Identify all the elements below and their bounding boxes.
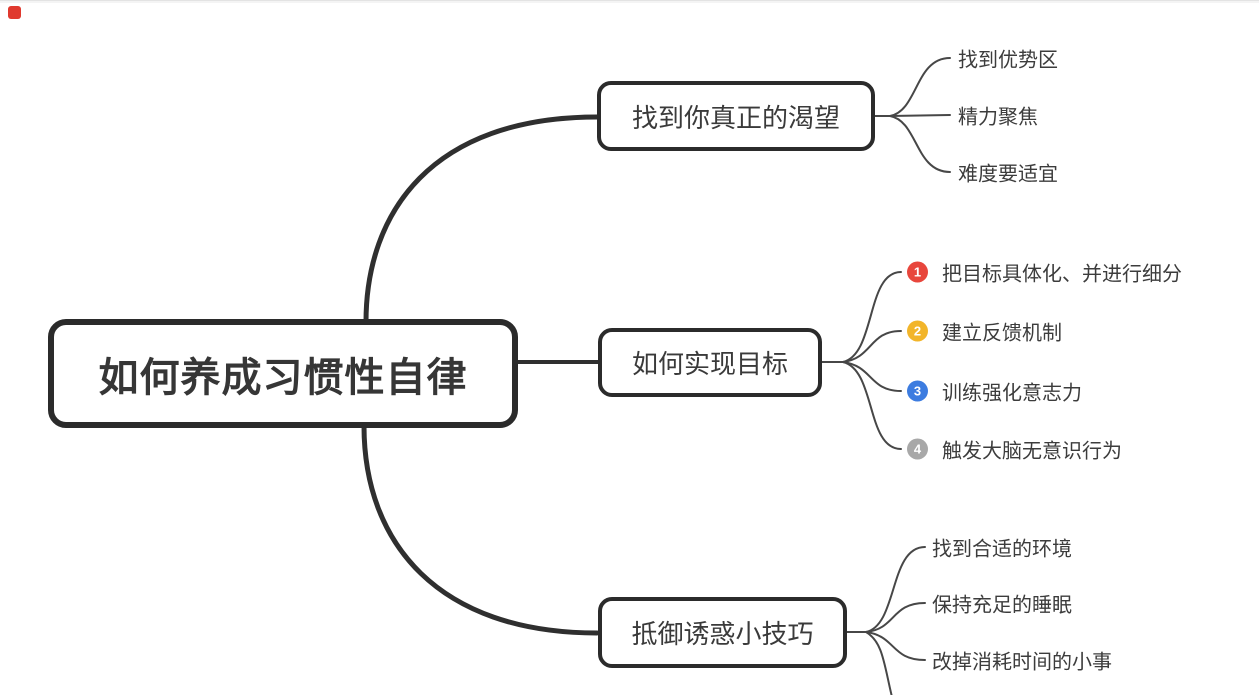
- leaf-node[interactable]: 2 建立反馈机制: [907, 317, 1062, 346]
- connector-branch3-child4-offscreen: [865, 631, 893, 695]
- leaf-node[interactable]: 4 触发大脑无意识行为: [907, 435, 1122, 464]
- number-badge-1-icon: 1: [907, 261, 928, 283]
- branch-node-resist-temptation[interactable]: 抵御诱惑小技巧: [598, 597, 847, 668]
- number-badge-4-icon: 4: [907, 438, 928, 460]
- leaf-node[interactable]: 难度要适宜: [958, 163, 1058, 186]
- leaf-label: 触发大脑无意识行为: [942, 440, 1122, 463]
- leaf-node[interactable]: 3 训练强化意志力: [907, 377, 1082, 406]
- leaf-label: 训练强化意志力: [942, 382, 1082, 405]
- connector-branch2-child2: [842, 330, 902, 363]
- connector-branch1-child2: [889, 114, 951, 117]
- branch-node-label: 抵御诱惑小技巧: [631, 619, 814, 649]
- connector-branch1-child3: [889, 115, 951, 173]
- branch-node-find-desire[interactable]: 找到你真正的渴望: [597, 81, 875, 151]
- connector-branch2-child1: [842, 271, 902, 363]
- number-badge-2-icon: 2: [907, 320, 928, 342]
- number-badge-3-icon: 3: [907, 380, 928, 402]
- branch-node-label: 找到你真正的渴望: [631, 102, 840, 133]
- root-node-label: 如何养成习惯性自律: [98, 355, 468, 400]
- connector-root-to-branch-1: [363, 114, 600, 325]
- connector-branch2-child4: [842, 361, 902, 450]
- leaf-node[interactable]: 找到合适的环境: [932, 538, 1072, 561]
- connector-branch3-child2: [865, 602, 926, 633]
- window-top-edge: [0, 0, 1259, 3]
- leaf-node[interactable]: 保持充足的睡眠: [932, 594, 1072, 617]
- leaf-node[interactable]: 1 把目标具体化、并进行细分: [907, 258, 1182, 287]
- leaf-label: 把目标具体化、并进行细分: [942, 263, 1182, 286]
- connector-branch1-child1: [889, 57, 951, 117]
- connector-branch2-child3: [842, 361, 902, 392]
- recording-indicator-icon: [8, 6, 21, 19]
- connector-root-to-branch-3: [361, 423, 600, 636]
- connector-branch3-child1: [865, 546, 926, 633]
- connector-branch3-child3: [865, 631, 926, 661]
- leaf-node[interactable]: 找到优势区: [958, 49, 1058, 72]
- branch-node-achieve-goals[interactable]: 如何实现目标: [598, 328, 822, 397]
- leaf-label: 建立反馈机制: [942, 322, 1062, 345]
- leaf-node[interactable]: 精力聚焦: [958, 106, 1038, 129]
- leaf-node[interactable]: 改掉消耗时间的小事: [932, 651, 1112, 674]
- branch-node-label: 如何实现目标: [631, 349, 788, 379]
- root-node[interactable]: 如何养成习惯性自律: [48, 319, 518, 428]
